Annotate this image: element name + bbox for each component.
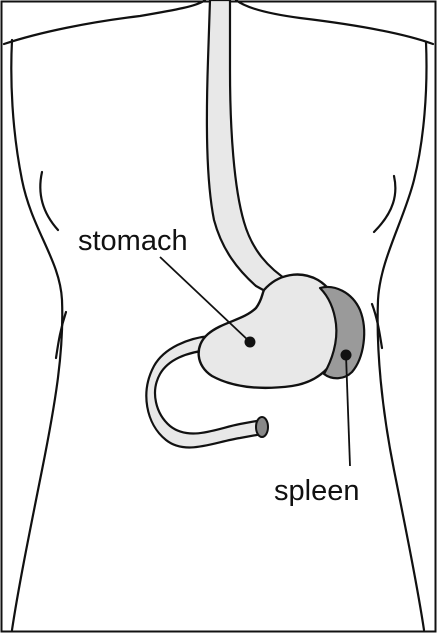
stomach-leader-line	[160, 257, 250, 342]
spleen-label: spleen	[274, 475, 359, 507]
body-outline-left	[4, 0, 205, 44]
body-outline-right	[236, 0, 433, 44]
rib-left	[40, 172, 58, 230]
body-outline-left-side	[11, 40, 62, 630]
esophagus	[207, 0, 290, 296]
body-outline-right-side	[378, 42, 427, 630]
stomach-shape	[199, 275, 342, 388]
rib-right	[374, 176, 395, 232]
stomach-marker-dot	[245, 337, 256, 348]
duodenum-end	[256, 417, 268, 437]
spleen-marker-dot	[341, 350, 352, 361]
stomach-label: stomach	[78, 225, 188, 257]
